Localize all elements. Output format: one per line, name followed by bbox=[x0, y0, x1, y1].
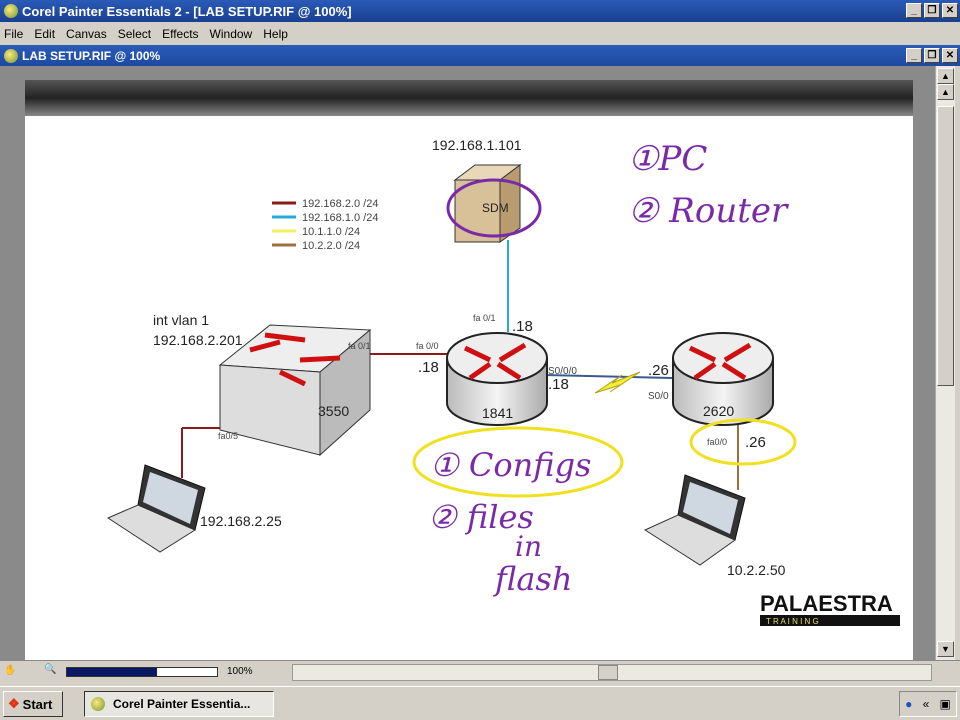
annotation-circle bbox=[446, 178, 542, 238]
serial-lightning-icon bbox=[594, 371, 641, 394]
scroll-thumb[interactable] bbox=[937, 106, 954, 386]
router-2620-icon bbox=[672, 332, 774, 426]
note-in: in bbox=[515, 530, 542, 563]
document-icon bbox=[4, 48, 18, 63]
legend-label: 192.168.2.0 /24 bbox=[302, 198, 378, 210]
svg-text:PALAESTRA: PALAESTRA bbox=[760, 591, 893, 616]
switch-ip: 192.168.2.201 bbox=[153, 332, 243, 348]
port-label: fa0/0 bbox=[707, 437, 727, 447]
legend-label: 10.2.2.0 /24 bbox=[302, 240, 360, 252]
pc-ip: 192.168.1.101 bbox=[432, 137, 522, 153]
document-title-bar: LAB SETUP.RIF @ 100% _ ❐ ✕ bbox=[0, 45, 960, 66]
app-title: Corel Painter Essentials 2 - [LAB SETUP.… bbox=[22, 3, 352, 19]
network-icon[interactable]: ▣ bbox=[939, 697, 951, 711]
vertical-scrollbar[interactable]: ▲ ▲ ▼ bbox=[935, 66, 955, 660]
status-bar: ✋ 🔍 100% bbox=[0, 660, 960, 684]
menu-window[interactable]: Window bbox=[209, 26, 253, 41]
zoom-tool-icon[interactable]: 🔍 bbox=[44, 664, 57, 675]
laptop-icon bbox=[106, 464, 206, 553]
switch-icon bbox=[218, 324, 372, 457]
minimize-button[interactable]: _ bbox=[906, 3, 922, 18]
legend-label: 192.168.1.0 /24 bbox=[302, 212, 378, 224]
ip-suffix: .26 bbox=[745, 434, 766, 451]
scroll-up-button-2[interactable]: ▲ bbox=[937, 84, 954, 100]
scroll-up-button[interactable]: ▲ bbox=[937, 68, 954, 84]
zoom-slider[interactable] bbox=[66, 667, 218, 677]
port-label: S0/0 bbox=[648, 391, 669, 402]
port-label: fa 0/1 bbox=[348, 341, 371, 351]
app-title-bar: Corel Painter Essentials 2 - [LAB SETUP.… bbox=[0, 0, 960, 22]
ip-suffix: .26 bbox=[648, 362, 669, 379]
port-label: fa 0/1 bbox=[473, 313, 496, 323]
hand-tool-icon[interactable]: ✋ bbox=[4, 665, 17, 676]
laptop2-ip: 10.2.2.50 bbox=[727, 562, 786, 578]
port-label: fa0/5 bbox=[218, 431, 238, 441]
note-configs: ① Configs bbox=[430, 446, 591, 484]
taskbar-item-label: Corel Painter Essentia... bbox=[113, 697, 251, 711]
doc-minimize-button[interactable]: _ bbox=[906, 48, 922, 63]
help-icon[interactable]: ● bbox=[905, 697, 913, 711]
note-files: ② files bbox=[428, 498, 534, 536]
menu-help[interactable]: Help bbox=[263, 26, 288, 41]
menu-edit[interactable]: Edit bbox=[34, 26, 56, 41]
menu-effects[interactable]: Effects bbox=[162, 26, 199, 41]
port-label: fa 0/0 bbox=[416, 341, 439, 351]
ip-suffix: .18 bbox=[418, 359, 439, 376]
h-scroll-thumb[interactable] bbox=[598, 665, 618, 680]
menu-bar: File Edit Canvas Select Effects Window H… bbox=[0, 22, 960, 45]
switch-name: 3550 bbox=[318, 403, 349, 419]
system-tray: ● « ▣ bbox=[899, 691, 957, 717]
doc-close-button[interactable]: ✕ bbox=[942, 48, 958, 63]
legend-label: 10.1.1.0 /24 bbox=[302, 226, 360, 238]
port-label: S0/0/0 bbox=[548, 366, 577, 377]
note-flash: flash bbox=[493, 560, 572, 598]
taskbar: ❖ Start Corel Painter Essentia... ● « ▣ bbox=[0, 686, 960, 720]
note-pc: ①PC bbox=[628, 139, 707, 179]
expand-tray-icon[interactable]: « bbox=[922, 697, 930, 711]
menu-select[interactable]: Select bbox=[117, 26, 152, 41]
ip-suffix: .18 bbox=[548, 376, 569, 393]
annotation-circle bbox=[689, 418, 797, 466]
router1-name: 1841 bbox=[482, 405, 513, 421]
svg-text:T R A I N I N G: T R A I N I N G bbox=[766, 617, 819, 626]
link-serial bbox=[544, 374, 673, 379]
doc-restore-button[interactable]: ❐ bbox=[924, 48, 940, 63]
corel-app-icon bbox=[4, 4, 18, 18]
legend: 192.168.2.0 /24 192.168.1.0 /24 10.1.1.0… bbox=[272, 198, 378, 252]
pc-tower-icon bbox=[453, 164, 522, 243]
zoom-level: 100% bbox=[227, 666, 253, 677]
banner-bar bbox=[25, 80, 913, 116]
close-button[interactable]: ✕ bbox=[942, 3, 958, 18]
note-router: ② Router bbox=[628, 191, 789, 231]
document-canvas[interactable]: 192.168.2.0 /24 192.168.1.0 /24 10.1.1.0… bbox=[25, 80, 913, 660]
corel-app-icon bbox=[91, 697, 105, 711]
annotation-circle bbox=[412, 426, 624, 498]
network-diagram: 192.168.2.0 /24 192.168.1.0 /24 10.1.1.0… bbox=[25, 80, 913, 626]
router2-name: 2620 bbox=[703, 403, 734, 419]
sdm-label: SDM bbox=[482, 201, 509, 215]
start-button[interactable]: ❖ Start bbox=[3, 691, 63, 717]
router-1841-icon bbox=[446, 332, 548, 426]
ip-suffix: .18 bbox=[512, 318, 533, 335]
start-label: Start bbox=[22, 696, 53, 712]
horizontal-scrollbar[interactable] bbox=[292, 664, 932, 681]
menu-canvas[interactable]: Canvas bbox=[66, 26, 107, 41]
document-title: LAB SETUP.RIF @ 100% bbox=[22, 48, 161, 63]
laptop-icon bbox=[643, 474, 746, 566]
menu-file[interactable]: File bbox=[4, 26, 24, 41]
taskbar-item-corel[interactable]: Corel Painter Essentia... bbox=[84, 691, 274, 717]
palaestra-logo: PALAESTRA T R A I N I N G bbox=[760, 591, 900, 626]
scroll-down-button[interactable]: ▼ bbox=[937, 641, 954, 657]
restore-button[interactable]: ❐ bbox=[924, 3, 940, 18]
laptop1-ip: 192.168.2.25 bbox=[200, 513, 282, 529]
switch-vlan: int vlan 1 bbox=[153, 312, 209, 328]
windows-logo-icon: ❖ bbox=[8, 696, 20, 711]
